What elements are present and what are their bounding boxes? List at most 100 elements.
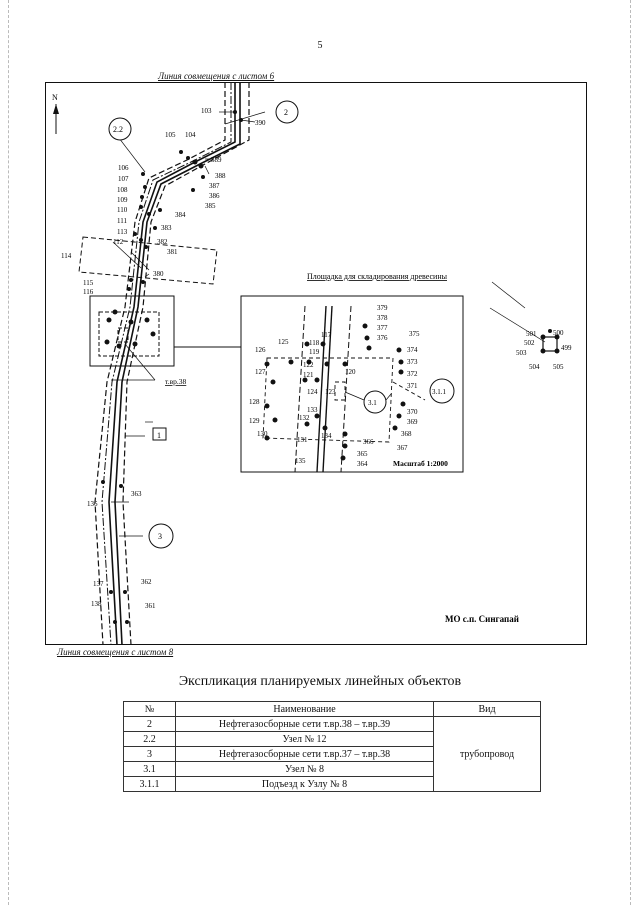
header-name: Наименование [175,701,434,717]
bottom-match-line-label: Линия совмещения с листом 8 [57,647,174,657]
point-103: 103 [201,107,212,115]
point-387: 387 [209,182,220,190]
pipeline-lines [108,82,241,646]
point-label: 119 [309,348,320,356]
point-label: 127 [255,368,266,376]
point-label: 377 [377,324,388,332]
point-137: 137 [93,580,104,588]
point-106: 106 [118,164,129,172]
row-name: Нефтегазосборные сети т.вр.37 – т.вр.38 [175,746,434,762]
map-drawing: N [45,82,587,646]
point-label: 122 [303,361,314,369]
point-label: 367 [397,444,408,452]
point-label: 124 [307,388,318,396]
point-label: 378 [377,314,388,322]
row-name: Узел № 12 [175,731,434,747]
point-136: 136 [87,500,98,508]
table-row: 2.2 Узел № 12 [123,731,541,747]
point-111: 111 [117,217,127,225]
point-label: 375 [409,330,420,338]
point-label: 126 [255,346,266,354]
point-label: 133 [307,406,318,414]
pipeline-nodes [101,110,243,624]
point-382: 382 [157,238,168,246]
page-number: 5 [317,40,323,51]
point-363: 363 [131,490,142,498]
map-frame: N [45,82,587,646]
point-label: 125 [278,338,289,346]
label-box-1-text: 1 [157,431,161,440]
row-num: 3 [123,746,176,762]
point-label: 373 [407,358,418,366]
tv38-label: т.вр.38 [165,377,187,386]
header-type: Вид [433,701,541,717]
label-box-1 [152,427,167,441]
point-385: 385 [205,202,216,210]
explication-title: Экспликация планируемых линейных объекто… [178,674,462,689]
scan-edge-right [630,0,631,905]
point-label: 121 [303,371,314,379]
point-label: 120 [345,368,356,376]
storage-site-symbol [540,329,560,354]
row-num: 3.1.1 [123,776,176,792]
point-label: 366 [363,438,374,446]
scan-edge-left [8,0,9,905]
inset-detail: 3.1 3.1.1 Масштаб 1:2000 117 118 119 379… [240,295,464,473]
table-header-row: № Наименование Вид [123,701,541,717]
point-114: 114 [61,252,72,260]
point-381: 381 [167,248,178,256]
top-match-line-label: Линия совмещения с листом 6 [158,71,275,81]
point-502: 502 [524,339,535,347]
crossing-road [78,236,218,285]
row-name: Узел № 8 [175,761,434,777]
point-383: 383 [161,224,172,232]
point-label: 372 [407,370,418,378]
pipeline-centerline [101,82,232,646]
row-num: 3.1 [123,761,176,777]
table-row: 3.1.1 Подъезд к Узлу № 8 [123,776,541,792]
point-116: 116 [83,288,94,296]
point-label: 368 [401,430,412,438]
point-386: 386 [209,192,220,200]
point-113: 113 [117,228,128,236]
table-row: 2 Нефтегазосборные сети т.вр.38 – т.вр.3… [123,716,541,792]
point-label: 123 [325,388,336,396]
row-type: трубопровод [433,716,541,792]
header-num: № [123,701,176,717]
callout-circle-3 [148,523,174,549]
point-115: 115 [83,279,94,287]
corridor-boundary [94,82,250,646]
row-name: Нефтегазосборные сети т.вр.38 – т.вр.39 [175,716,434,732]
point-361: 361 [145,602,156,610]
point-label: 132 [299,414,310,422]
north-label: N [52,93,58,102]
point-138: 138 [91,600,102,608]
point-389: 389 [211,156,222,164]
callout-3-1-text: 3.1 [368,399,377,407]
point-109: 109 [117,196,128,204]
callout-2-2-text: 2.2 [113,125,123,134]
callout-circle-2-2 [108,117,132,141]
north-arrow-icon: N [52,93,59,134]
point-505: 505 [553,363,564,371]
point-label: 365 [357,450,368,458]
point-label: 371 [407,382,418,390]
point-104: 104 [185,131,196,139]
storage-site-label: Площадка для складирования древесины [307,272,448,281]
row-name: Подъезд к Узлу № 8 [175,776,434,792]
point-105: 105 [165,131,176,139]
point-label: 370 [407,408,418,416]
callout-3-1-1-text: 3.1.1 [432,388,447,396]
point-503: 503 [516,349,527,357]
point-390: 390 [255,119,266,127]
point-112: 112 [113,238,124,246]
point-499: 499 [561,344,572,352]
point-504: 504 [529,363,540,371]
point-label: 369 [407,418,418,426]
point-label: 379 [377,304,388,312]
callout-2-text: 2 [284,108,288,117]
point-label: 131 [297,436,308,444]
point-label: 128 [249,398,260,406]
municipality-label: МО с.п. Сингапай [445,614,519,624]
point-label: 118 [309,339,320,347]
